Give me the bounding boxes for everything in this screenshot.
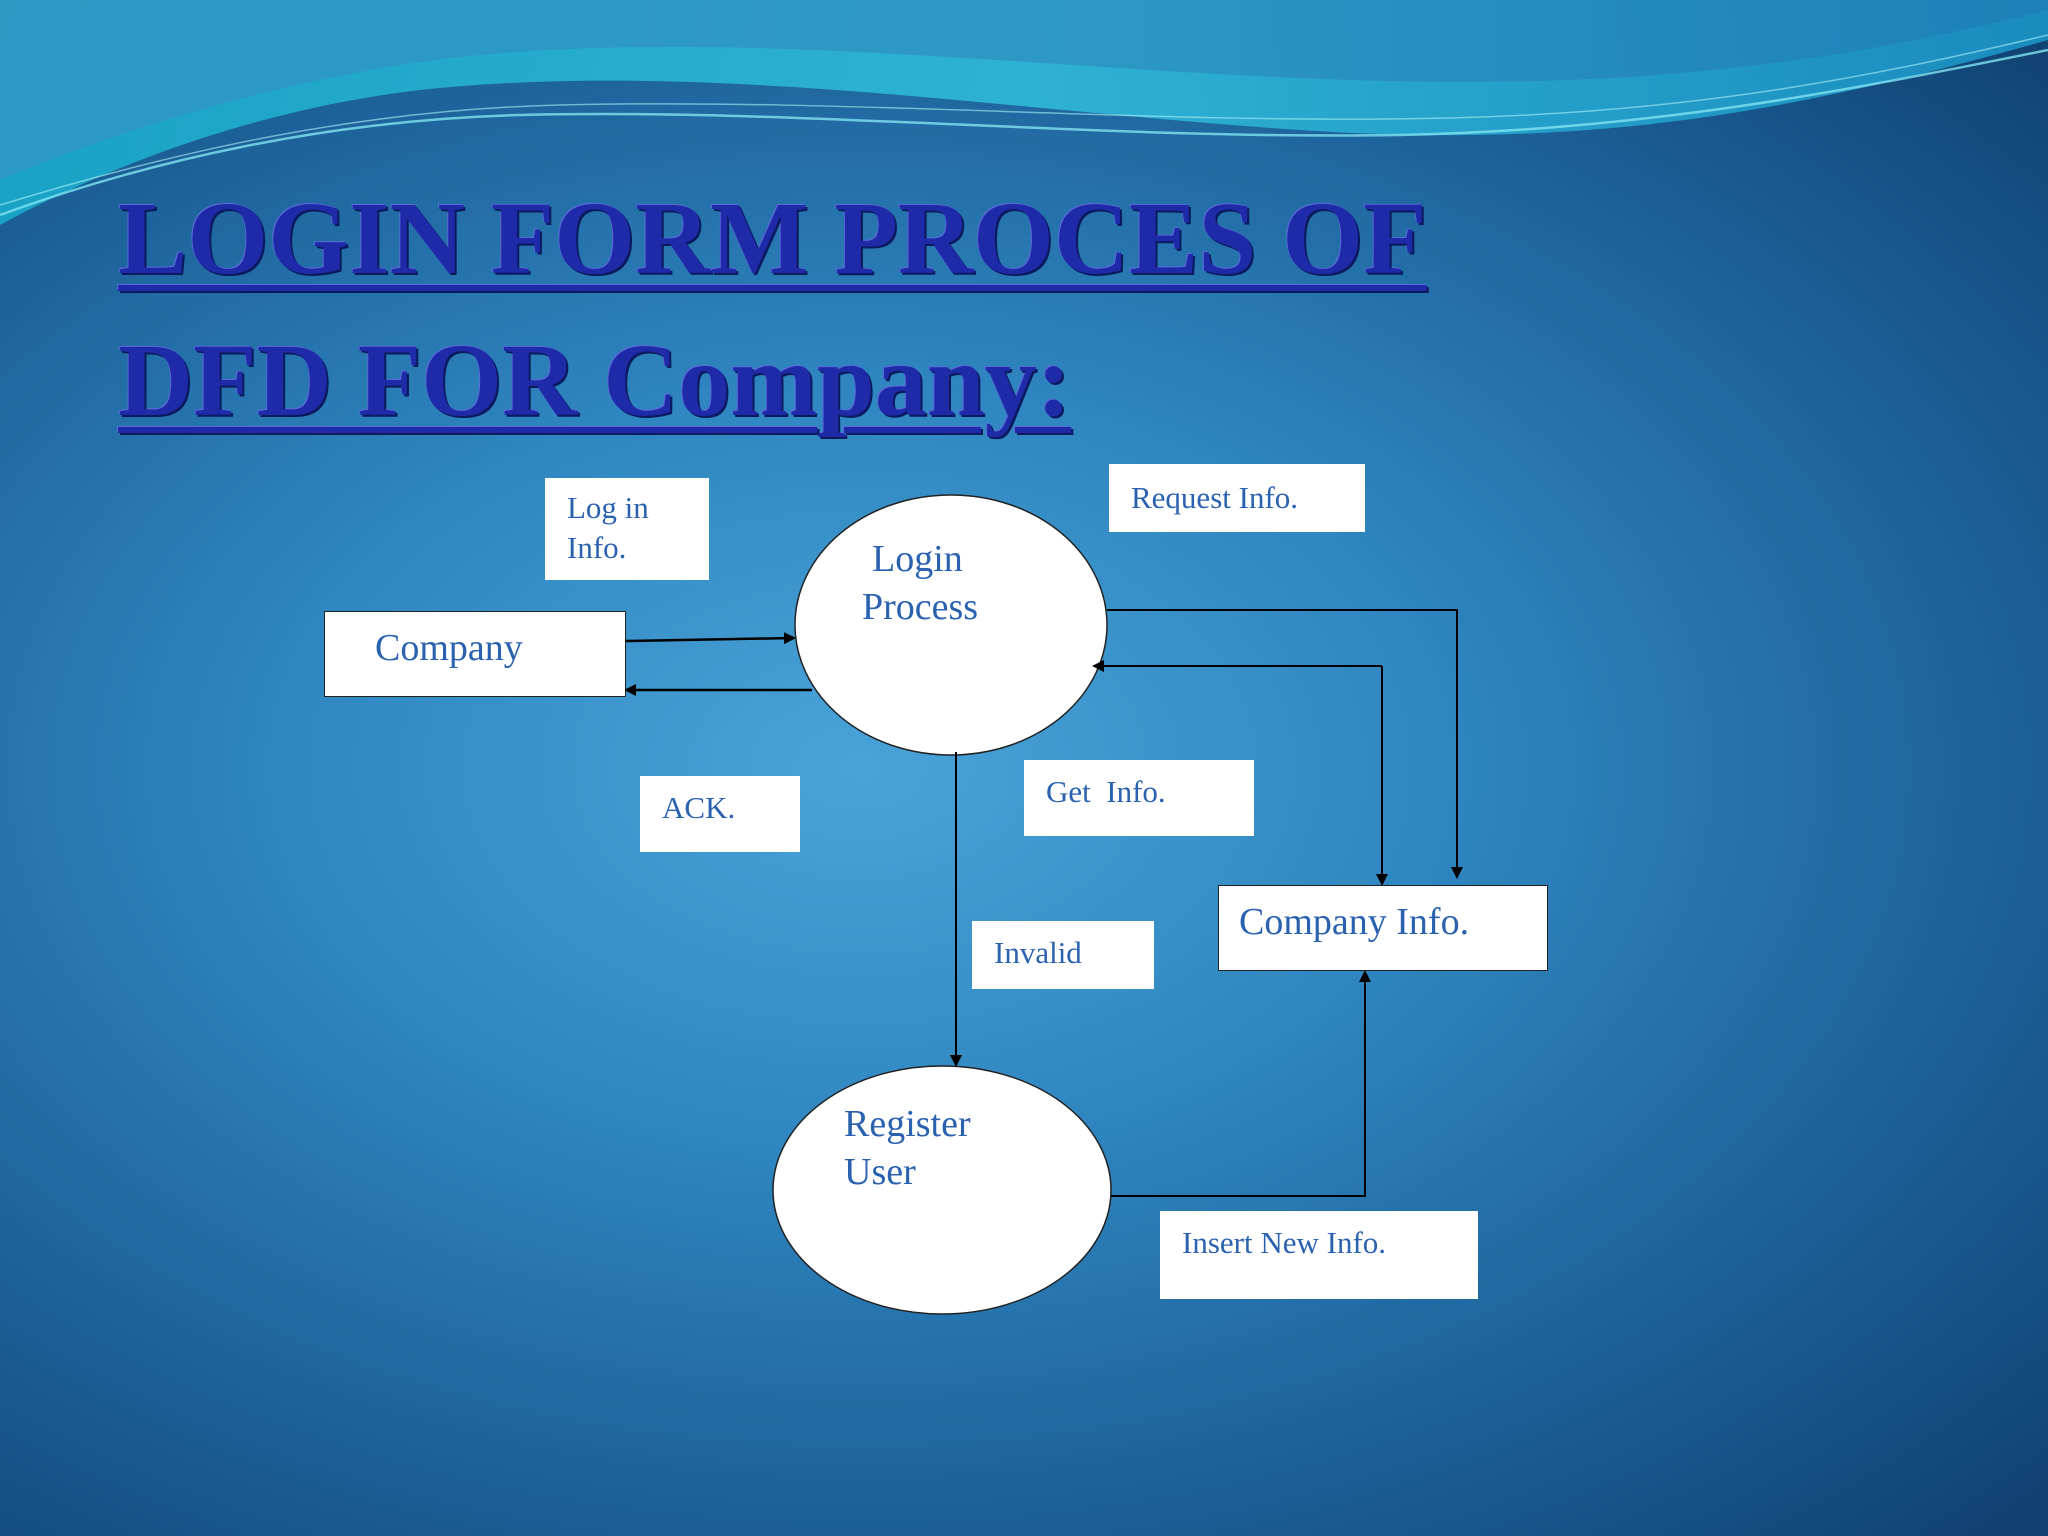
log-in-info-line-1: Log in (567, 490, 649, 525)
flow-label-invalid: Invalid (972, 921, 1154, 989)
flow-register-to-company-info (1111, 970, 1371, 1197)
register-user-line-2: User (844, 1151, 916, 1193)
flow-company-to-login (625, 632, 796, 645)
entity-company: Company (324, 611, 626, 697)
ack-text: ACK. (662, 790, 736, 825)
entity-company-label: Company (375, 627, 523, 669)
flow-label-get-info: Get Info. (1024, 760, 1254, 836)
title-line-1: LOGIN FORM PROCES OF (118, 181, 1427, 296)
login-process-label: Login Process (862, 535, 978, 631)
log-in-info-line-2: Info. (567, 530, 627, 565)
entity-company-info: Company Info. (1218, 885, 1548, 971)
flow-label-insert-new-info: Insert New Info. (1160, 1211, 1478, 1299)
register-user-circle (772, 1065, 1112, 1315)
wave-decoration (0, 0, 2048, 225)
flow-label-log-in-info: Log in Info. (545, 478, 709, 580)
register-user-label: Register User (844, 1100, 971, 1196)
get-info-text: Get Info. (1046, 774, 1166, 809)
flow-label-request-info: Request Info. (1109, 464, 1365, 532)
request-info-text: Request Info. (1131, 480, 1299, 515)
flow-label-ack: ACK. (640, 776, 800, 852)
register-user-line-1: Register (844, 1103, 971, 1145)
login-process-line-1: Login (872, 538, 963, 580)
title-line-2: DFD FOR Company: (118, 323, 1072, 438)
insert-new-info-text: Insert New Info. (1182, 1225, 1387, 1260)
entity-company-info-label: Company Info. (1239, 901, 1470, 943)
invalid-text: Invalid (994, 935, 1082, 970)
flow-login-to-company-info-request (1107, 609, 1463, 879)
page-title: LOGIN FORM PROCES OF DFD FOR Company: (118, 168, 1427, 452)
login-process-circle (794, 494, 1108, 756)
login-process-line-2: Process (862, 586, 979, 628)
